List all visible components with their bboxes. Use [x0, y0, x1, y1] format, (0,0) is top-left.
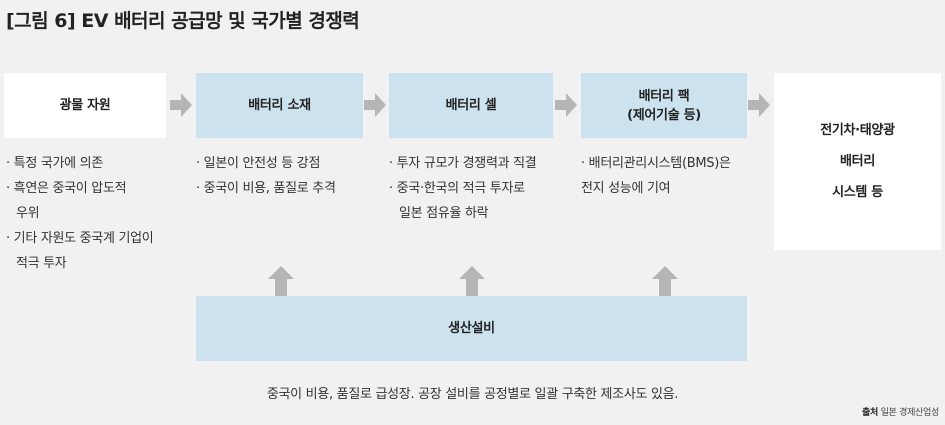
notes-mineral: · 특정 국가에 의존 · 흑연은 중국이 압도적 우위 · 기타 자원도 중국…: [6, 151, 186, 276]
up-arrow-icon: [459, 266, 485, 296]
note-item: · 일본이 안전성 등 강점: [196, 156, 321, 171]
up-arrow-icon: [268, 266, 294, 296]
note-item: · 흑연은 중국이 압도적: [6, 181, 127, 196]
note-item-continuation: 우위: [16, 206, 40, 221]
production-label: 생산설비: [448, 321, 495, 336]
final-line2: 배터리: [840, 154, 875, 169]
stage-label-line2: (제어기술 등): [627, 107, 701, 123]
source-credit: 출처 일본 경제산업성: [862, 405, 939, 418]
note-item: · 기타 자원도 중국계 기업이: [6, 231, 154, 246]
stage-label: 배터리 셀: [445, 98, 497, 113]
stage-mineral-resources: 광물 자원: [4, 73, 166, 138]
right-arrow-icon: [555, 93, 577, 117]
figure-title: [그림 6] EV 배터리 공급망 및 국가별 경쟁력: [6, 10, 360, 32]
stage-battery-cell: 배터리 셀: [389, 73, 553, 138]
note-item-continuation: 적극 투자: [16, 256, 67, 271]
right-arrow-icon: [170, 93, 192, 117]
note-item: · 중국·한국의 적극 투자로: [389, 181, 525, 196]
note-item: · 배터리관리시스템(BMS)은: [581, 156, 731, 171]
source-text: 일본 경제산업성: [880, 408, 940, 418]
note-item: · 투자 규모가 경쟁력과 직결: [389, 156, 537, 171]
right-arrow-icon: [364, 93, 386, 117]
note-item-continuation: 일본 점유율 하락: [399, 206, 489, 221]
up-arrow-icon: [652, 266, 678, 296]
stage-battery-pack: 배터리 팩 (제어기술 등): [581, 73, 747, 138]
note-item-continuation: 전지 성능에 기여: [581, 181, 671, 196]
final-line1: 전기차·태양광: [820, 123, 895, 138]
note-item: · 중국이 비용, 품질로 추격: [196, 181, 336, 196]
right-arrow-icon: [748, 93, 770, 117]
source-prefix: 출처: [862, 408, 879, 418]
final-line3: 시스템 등: [832, 185, 883, 200]
stage-battery-materials: 배터리 소재: [196, 73, 363, 138]
stage-label-line1: 배터리 팩: [638, 88, 690, 104]
final-applications-box: 전기차·태양광 배터리 시스템 등: [774, 73, 941, 250]
footer-note: 중국이 비용, 품질로 급성장. 공장 설비를 공정별로 일괄 구축한 제조사도…: [266, 387, 679, 402]
note-item: · 특정 국가에 의존: [6, 156, 103, 171]
notes-pack: · 배터리관리시스템(BMS)은 전지 성능에 기여: [581, 151, 766, 201]
stage-label: 광물 자원: [59, 98, 111, 113]
stage-label: 배터리 소재: [248, 98, 311, 113]
notes-cell: · 투자 규모가 경쟁력과 직결 · 중국·한국의 적극 투자로 일본 점유율 …: [389, 151, 574, 226]
production-equipment-box: 생산설비: [196, 296, 747, 361]
notes-materials: · 일본이 안전성 등 강점 · 중국이 비용, 품질로 추격: [196, 151, 381, 201]
